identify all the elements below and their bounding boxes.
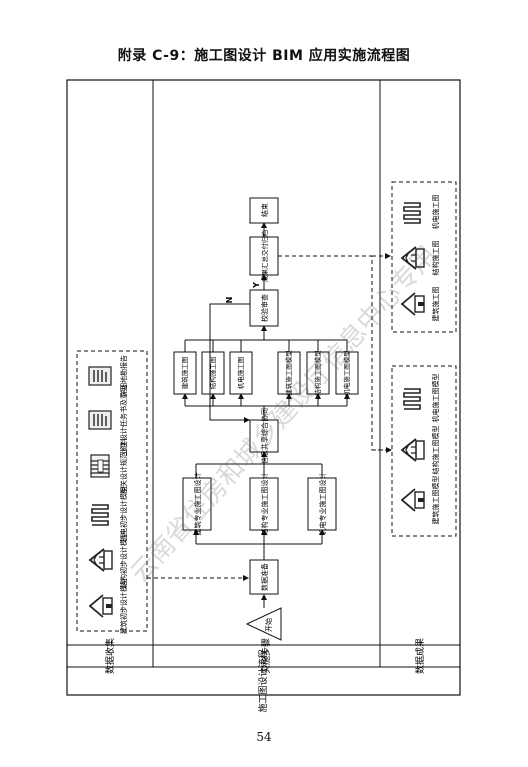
input-label: 建筑初步设计模型 — [119, 578, 128, 634]
pipe-coil-icon — [91, 504, 109, 526]
pipe-coil-icon — [403, 202, 421, 224]
output-label: 结构施工图模型 — [431, 426, 440, 475]
structure-icon — [89, 548, 113, 572]
step-label: 结构施工图模型 — [313, 350, 322, 396]
lane-header-results: 数据成果 — [414, 638, 426, 674]
structure-icon — [401, 438, 425, 462]
input-data-box — [76, 350, 148, 632]
input-items: 建筑初步设计模型 结构初步设计模型 机电初步设计模型 相关设计规范资料 业主设计… — [88, 355, 128, 634]
step-label: 结构施工图 — [208, 357, 217, 390]
step-label: 机电专业施工图设计 — [318, 473, 327, 536]
no-label: N — [225, 297, 234, 304]
output-label: 结构施工图 — [431, 241, 440, 276]
step-label: 建筑施工图 — [180, 357, 189, 390]
step-label: 结束 — [260, 203, 269, 217]
input-label: 机电初步设计模型 — [119, 486, 128, 542]
page-number: 54 — [256, 730, 272, 744]
yes-label: Y — [252, 282, 261, 289]
output-drawings-box — [391, 181, 457, 333]
step-label: 数据准备 — [260, 563, 269, 591]
step-label: 建筑施工图模型 — [284, 350, 293, 396]
step-label: 成果汇总交付归档 — [260, 230, 269, 282]
step-label: 机电施工图 — [236, 357, 245, 390]
page-title: 附录 C-9：施工图设计 BIM 应用实施流程图 — [117, 48, 411, 64]
section-title: 施工图设计流程 — [257, 649, 269, 712]
document-icon — [88, 410, 112, 430]
input-label: 业主设计任务书及意见 — [119, 385, 128, 455]
step-label: 信息共享综合协同 — [260, 408, 269, 464]
input-label: 详细地勘报告 — [119, 355, 128, 397]
watermark-text: 云南省住房和城乡建设厅信息中心专用 — [125, 240, 443, 589]
input-label: 结构初步设计模型 — [119, 532, 128, 588]
step-data-prepare — [249, 559, 279, 595]
output-label: 机电施工图 — [431, 195, 440, 230]
book-icon — [90, 454, 110, 478]
step-end — [249, 197, 279, 224]
output-models-box — [391, 365, 457, 537]
outer-frame — [66, 79, 461, 696]
step-mep-design — [307, 477, 337, 531]
building-icon — [401, 488, 425, 512]
lane-header-steps: 实施步骤 — [260, 638, 272, 674]
step-label: 校验审查 — [260, 294, 269, 322]
start-node — [245, 607, 282, 641]
step-coordination — [249, 419, 279, 453]
step-label: 机电施工图模型 — [342, 350, 351, 396]
lane-header-data-collection: 数据收集 — [104, 638, 116, 674]
output-label: 建筑施工图 — [431, 287, 440, 322]
step-label: 建筑专业施工图设计 — [193, 473, 202, 536]
pipe-coil-icon — [403, 388, 421, 410]
start-label: 开始 — [264, 618, 273, 632]
step-label: 结构专业施工图设计 — [260, 473, 269, 536]
document-icon — [88, 366, 112, 386]
output-label: 建筑施工图模型 — [431, 476, 440, 525]
step-arch-design — [182, 477, 212, 531]
building-icon — [89, 594, 113, 618]
output-label: 机电施工图模型 — [431, 374, 440, 423]
input-label: 相关设计规范资料 — [119, 438, 128, 494]
